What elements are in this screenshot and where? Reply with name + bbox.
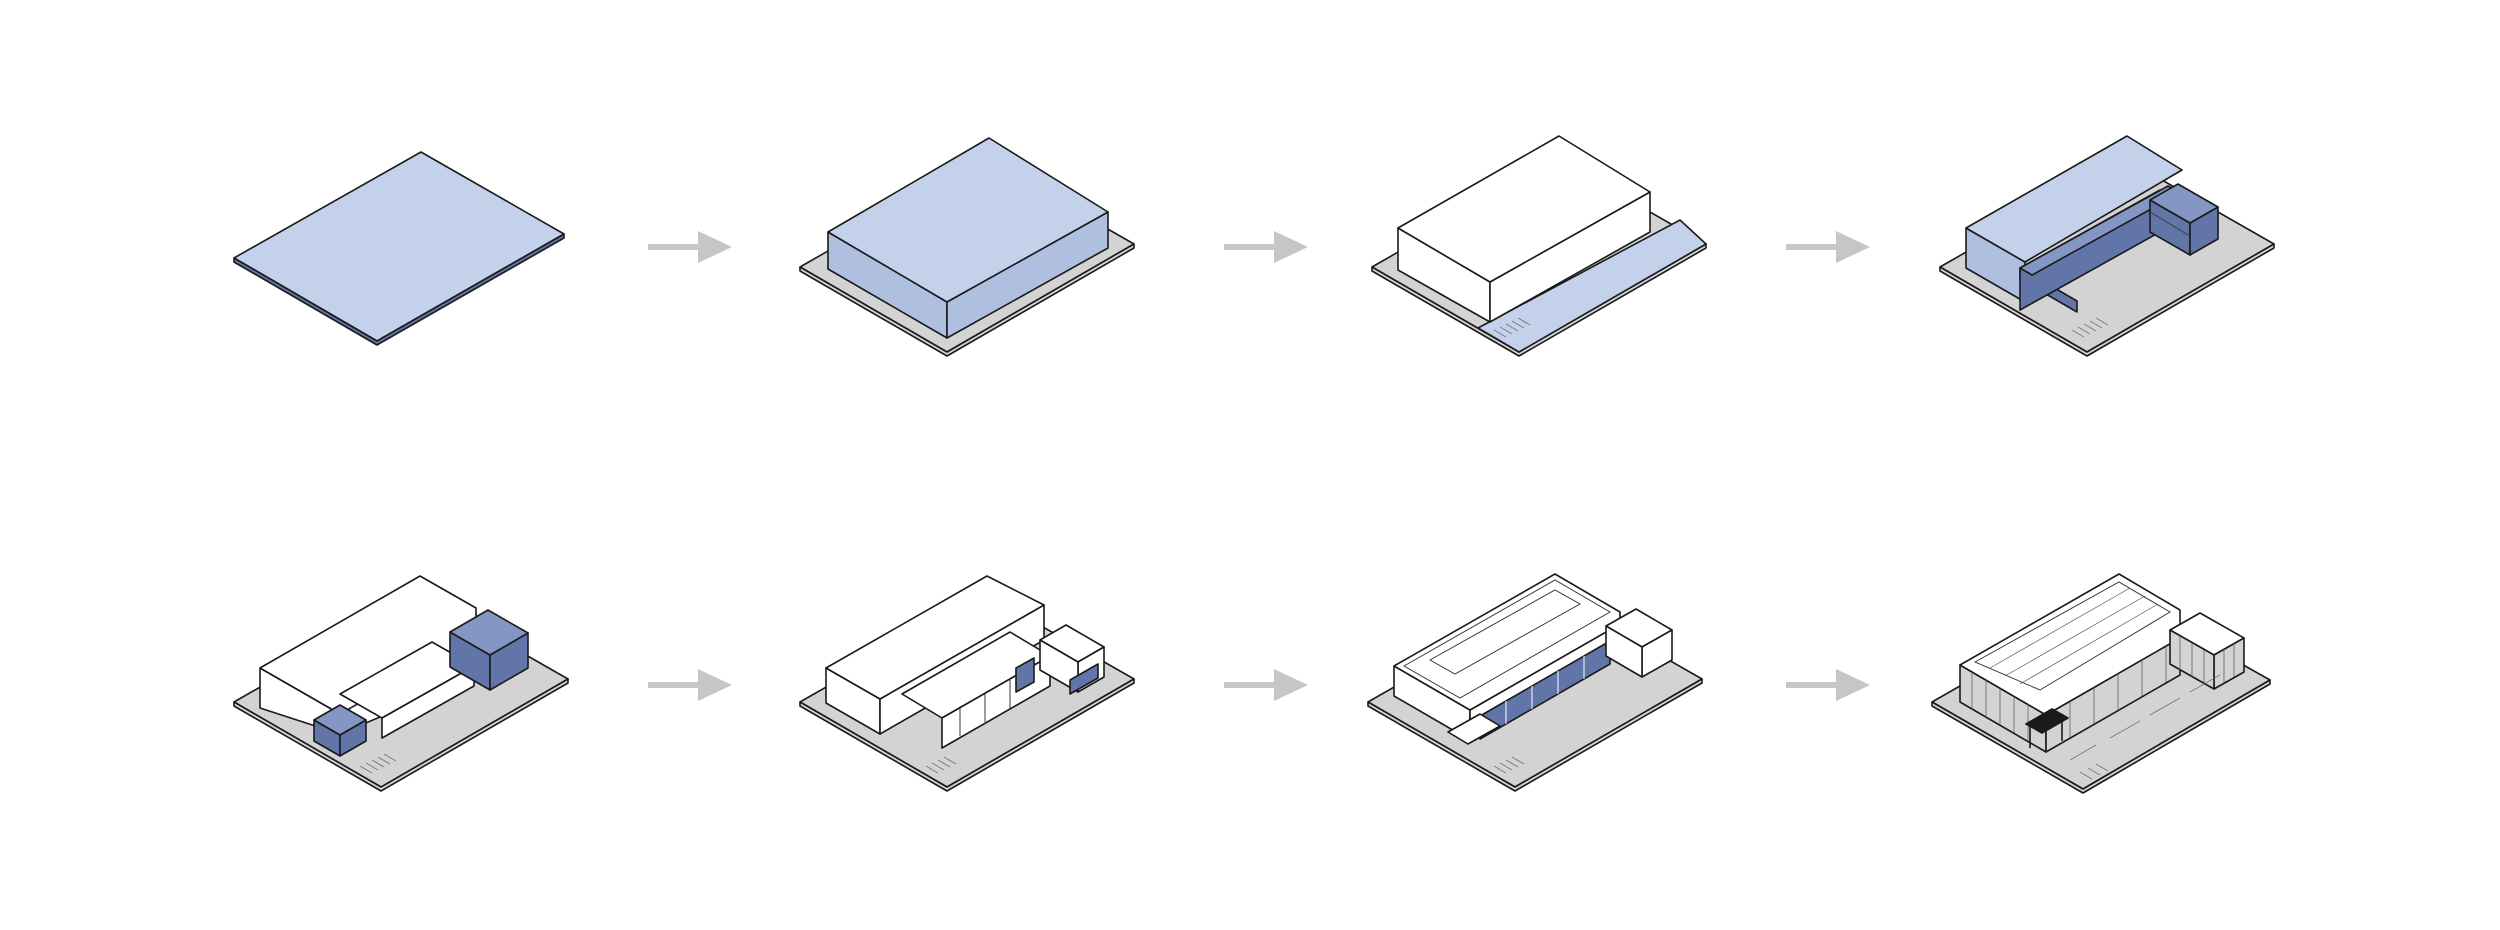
cube-top-face (313, 704, 367, 736)
facade-mullions (1971, 645, 2167, 741)
stage-6-loading-docks (799, 575, 1135, 792)
plot-base-edge (233, 678, 569, 792)
stage-1-site-plot (233, 151, 565, 346)
volume-top-face (827, 137, 1109, 303)
arrow-head (1836, 669, 1870, 701)
arrow-5-to-6 (648, 669, 732, 701)
arrow-head (698, 231, 732, 263)
parking-hatch (2071, 317, 2109, 338)
arrow-shaft (1786, 682, 1838, 688)
plot-base-edge (1367, 678, 1703, 792)
core-top-face (449, 609, 529, 656)
plot-base-edge (799, 678, 1135, 792)
arrow-head (1836, 231, 1870, 263)
parking-hatch (925, 756, 957, 774)
arrow-head (1274, 669, 1308, 701)
dock-openings (959, 680, 1011, 736)
plot-base-edge (799, 243, 1135, 357)
stage-5-office-core (233, 575, 569, 792)
main-volume-top-face (825, 575, 1045, 700)
arrow-shaft (1224, 682, 1276, 688)
core-divider (2149, 211, 2191, 237)
roof-ridges (1989, 587, 2159, 685)
parking-hatch (359, 753, 397, 774)
dock-dividers (1505, 656, 1585, 724)
arrow-head (698, 669, 732, 701)
volume-top-face (1397, 135, 1651, 283)
roof-panel (1973, 581, 2171, 691)
plot-base-edge (1931, 679, 2271, 794)
stage-4-program-split (1939, 135, 2275, 357)
core-top-face (2149, 183, 2219, 224)
entry-canopy (1447, 713, 1501, 745)
arrow-shaft (648, 682, 700, 688)
dock-door-1 (1015, 657, 1035, 693)
side-wing-left (1605, 625, 1643, 678)
loading-strip (1477, 219, 1707, 353)
parking-hatch (1487, 317, 1531, 341)
stage-8-final-building (1931, 573, 2271, 794)
stage-3-setback-strip (1371, 135, 1707, 357)
parking-hatch (1493, 756, 1525, 774)
dock-door-2 (1069, 663, 1099, 695)
side-wing-left (1039, 639, 1079, 693)
arrow-shaft (1224, 244, 1276, 250)
office-glazing (2179, 636, 2235, 684)
main-volume-top-face (1965, 135, 2183, 263)
plot-base-edge (1939, 243, 2275, 357)
roof-monitor (1428, 589, 1582, 675)
arrow-3-to-4 (1786, 231, 1870, 263)
arrow-2-to-3 (1224, 231, 1308, 263)
site-plot-surface (233, 151, 565, 342)
arrow-shaft (1786, 244, 1838, 250)
stage-2-maximum-volume (799, 137, 1135, 357)
site-plot-edge (233, 233, 565, 346)
entry-canopy (2025, 708, 2069, 734)
arrow-7-to-8 (1786, 669, 1870, 701)
site-markings (2069, 674, 2221, 780)
stage-7-articulated-roof (1367, 573, 1703, 792)
arrow-shaft (648, 244, 700, 250)
office-wing-front (381, 665, 475, 739)
arrow-6-to-7 (1224, 669, 1308, 701)
roof-parapet (1402, 579, 1611, 699)
arrow-head (1274, 231, 1308, 263)
arrow-1-to-2 (648, 231, 732, 263)
